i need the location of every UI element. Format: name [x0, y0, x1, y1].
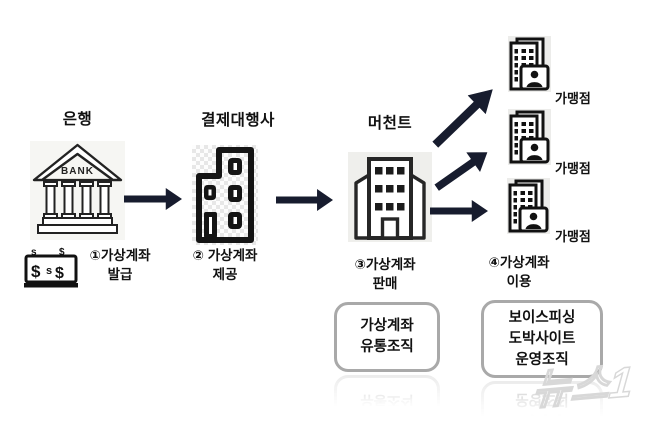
org-box-voice-phishing-ring: 보이스피싱 도박사이트 운영조직 [481, 300, 603, 378]
franchise-icon-1 [500, 35, 552, 97]
franchise-icon-3 [499, 177, 551, 239]
org-box-virtual-account-ring: 가상계좌 유통조직 [334, 302, 440, 372]
franchise-label-1: 가맹점 [555, 91, 591, 106]
step-2-number: ② [192, 248, 204, 263]
box-line: 가상계좌 [360, 318, 414, 334]
franchise-label-2: 가맹점 [555, 161, 591, 176]
arrow-merchant-to-franchise-3 [430, 200, 488, 222]
bank-sign-text: BANK [61, 166, 94, 177]
franchise-label-3: 가맹점 [555, 229, 591, 244]
step-1-subtext: 발급 [107, 267, 133, 282]
step-label-2: ② 가상계좌 제공 [186, 246, 264, 284]
bank-building-icon: BANK [30, 141, 125, 240]
money-symbol-left: $ [31, 262, 41, 281]
arrow-merchant-to-franchise-2 [430, 142, 495, 197]
bank-heading: 은행 [62, 111, 93, 128]
box-line: 운영조직 [515, 351, 569, 368]
box-line: 보이스피싱 [508, 309, 576, 326]
step-3-number: ③ [354, 257, 366, 272]
pg-heading: 결제대행사 [201, 112, 275, 129]
step-2-text: 가상계좌 [207, 248, 258, 263]
franchise-icon-2 [500, 108, 552, 170]
pg-building-icon [192, 145, 258, 245]
step-label-1: ①가상계좌 발급 [76, 246, 164, 284]
step-1-text: 가상계좌 [100, 248, 151, 263]
arrow-merchant-to-franchise-1 [426, 80, 502, 154]
watermark-news1: 뉴스1 [518, 340, 652, 424]
box-line: 유통조직 [360, 339, 414, 355]
arrow-bank-to-pg [124, 188, 182, 210]
box-line: 도박사이트 [508, 330, 576, 347]
step-3-text: 가상계좌 [365, 257, 416, 272]
watermark-text: 뉴스1 [530, 358, 634, 414]
merchant-building-icon [348, 152, 432, 242]
step-4-subtext: 이용 [506, 274, 532, 289]
money-symbol-top-right: $ [59, 247, 65, 258]
step-4-text: 가상계좌 [499, 255, 550, 270]
step-3-subtext: 판매 [372, 276, 398, 291]
step-label-4: ④가상계좌 이용 [481, 253, 557, 291]
step-4-number: ④ [488, 255, 500, 270]
money-symbol-top-left: s [31, 247, 37, 258]
step-label-3: ③가상계좌 판매 [349, 255, 421, 293]
money-symbol-mid: s [46, 265, 52, 277]
step-2-subtext: 제공 [212, 267, 238, 282]
arrow-pg-to-merchant [276, 189, 333, 211]
merchant-heading: 머천트 [367, 115, 413, 132]
money-icon: s $ $ s $ [23, 243, 79, 291]
money-symbol-right: $ [55, 265, 64, 282]
step-1-number: ① [89, 248, 101, 263]
